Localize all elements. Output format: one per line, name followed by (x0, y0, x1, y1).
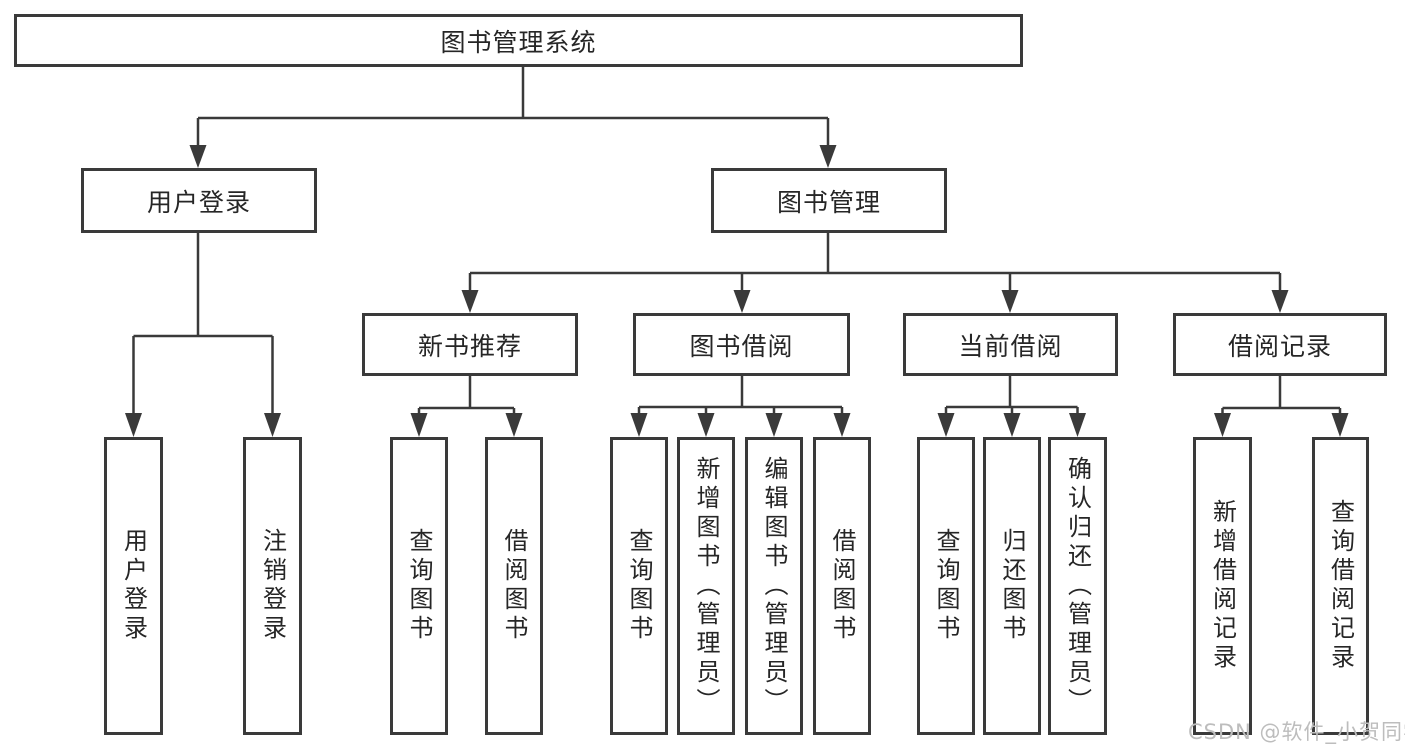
arrow-down-icon (765, 413, 783, 437)
arrow-down-icon (189, 145, 207, 168)
node-label: 新书推荐 (417, 331, 522, 361)
node-label: 借阅记录 (1227, 331, 1332, 361)
node-label: 归还图书 (998, 528, 1026, 644)
arrow-down-icon (1001, 290, 1019, 313)
node-borrow-records: 借阅记录 (1173, 313, 1387, 376)
node-label: 用户登录 (146, 187, 251, 217)
node-book-borrow: 图书借阅 (633, 313, 850, 376)
node-label: 编辑图书（管理员） (760, 455, 788, 717)
leaf-borrow-add-books-admin: 新增图书（管理员） (677, 437, 735, 735)
edge-root-to-level2 (196, 67, 830, 150)
leaf-logout: 注销登录 (243, 437, 302, 735)
arrow-down-icon (1214, 413, 1231, 437)
csdn-watermark: CSDN @软件_小贺同学 (1188, 720, 1405, 744)
leaf-borrow-edit-books-admin: 编辑图书（管理员） (745, 437, 803, 735)
node-root-library-system: 图书管理系统 (14, 14, 1023, 67)
node-label: 图书借阅 (689, 331, 794, 361)
node-label: 确认归还（管理员） (1063, 455, 1092, 717)
node-label: 注销登录 (258, 528, 287, 644)
node-label: 查询图书 (405, 528, 433, 644)
node-label: 查询借阅记录 (1326, 499, 1355, 673)
leaf-current-query-books: 查询图书 (917, 437, 975, 735)
node-book-management: 图书管理 (711, 168, 947, 233)
leaf-user-login: 用户登录 (104, 437, 163, 735)
leaf-recommend-query-books: 查询图书 (390, 437, 448, 735)
arrow-down-icon (733, 290, 751, 313)
arrow-down-icon (819, 145, 837, 168)
arrowheads (125, 145, 1349, 437)
leaf-current-return-books: 归还图书 (983, 437, 1041, 735)
edge-user-login-to-leaves (132, 231, 274, 418)
node-label: 查询图书 (932, 528, 960, 644)
leaf-records-add-record: 新增借阅记录 (1193, 437, 1252, 735)
node-label: 借阅图书 (828, 528, 856, 644)
node-current-borrow: 当前借阅 (903, 313, 1118, 376)
edge-recommend-to-leaves (417, 374, 516, 418)
leaf-borrow-query-books: 查询图书 (610, 437, 668, 735)
node-label: 图书管理 (776, 187, 881, 217)
node-label: 查询图书 (625, 528, 653, 644)
node-label: 用户登录 (119, 528, 148, 644)
node-label: 借阅图书 (500, 528, 528, 644)
arrow-down-icon (125, 413, 142, 437)
arrow-down-icon (410, 413, 428, 437)
arrow-down-icon (1003, 413, 1021, 437)
node-label: 新增借阅记录 (1208, 499, 1237, 673)
leaf-borrow-borrow-books: 借阅图书 (813, 437, 871, 735)
arrow-down-icon (264, 413, 281, 437)
edge-borrow-to-leaves (637, 374, 844, 418)
arrow-down-icon (461, 290, 479, 313)
arrow-down-icon (1271, 290, 1289, 313)
arrow-down-icon (1331, 413, 1349, 437)
arrow-down-icon (1069, 413, 1086, 437)
arrow-down-icon (505, 413, 523, 437)
arrow-down-icon (937, 413, 955, 437)
node-label: 图书管理系统 (440, 27, 597, 57)
edge-book-mgmt-to-level3 (468, 231, 1282, 295)
edge-current-to-leaves (944, 374, 1079, 418)
node-user-login: 用户登录 (81, 168, 317, 233)
arrow-down-icon (630, 413, 648, 437)
arrow-down-icon (697, 413, 715, 437)
arrow-down-icon (833, 413, 851, 437)
leaf-recommend-borrow-books: 借阅图书 (485, 437, 543, 735)
edge-records-to-leaves (1221, 374, 1342, 418)
node-new-book-recommend: 新书推荐 (362, 313, 578, 376)
leaf-records-query-record: 查询借阅记录 (1312, 437, 1369, 735)
node-label: 当前借阅 (958, 331, 1063, 361)
node-label: 新增图书（管理员） (692, 455, 720, 717)
leaf-current-confirm-return-admin: 确认归还（管理员） (1048, 437, 1107, 735)
